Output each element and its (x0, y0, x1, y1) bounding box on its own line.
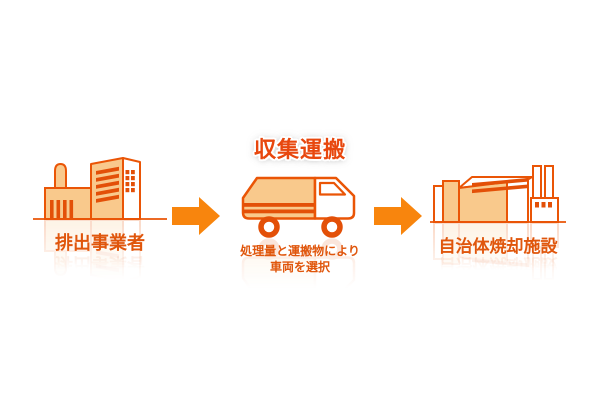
transport-caption-line1: 処理量と運搬物により (240, 244, 360, 258)
factory-icon (33, 157, 167, 220)
destination-label: 自治体焼却施設 (438, 237, 558, 256)
right-arrow-icon (374, 197, 422, 235)
flow-arrow-2 (374, 197, 422, 235)
node-transport: 収集運搬 (218, 128, 382, 300)
transport-caption-line2: 車両を選択 (269, 259, 330, 274)
source-label: 排出事業者 (55, 233, 145, 253)
node-source: 排出事業者 排出事業者 (27, 145, 173, 283)
node-destination: 自治体焼却施設 自治体焼却施設 (425, 148, 571, 280)
truck-area (218, 176, 382, 300)
incineration-plant-icon (430, 165, 566, 223)
flow-arrow-1 (172, 197, 220, 235)
transport-caption: 処理量と運搬物により 車両を選択 (218, 244, 382, 275)
destination-label-reflection: 自治体焼却施設 (438, 255, 558, 274)
source-label-reflection: 排出事業者 (55, 254, 145, 274)
transport-title: 収集運搬 (253, 137, 346, 162)
right-arrow-icon (172, 197, 220, 235)
garbage-truck-icon (241, 176, 356, 238)
incineration-plant-reflection (433, 222, 559, 280)
